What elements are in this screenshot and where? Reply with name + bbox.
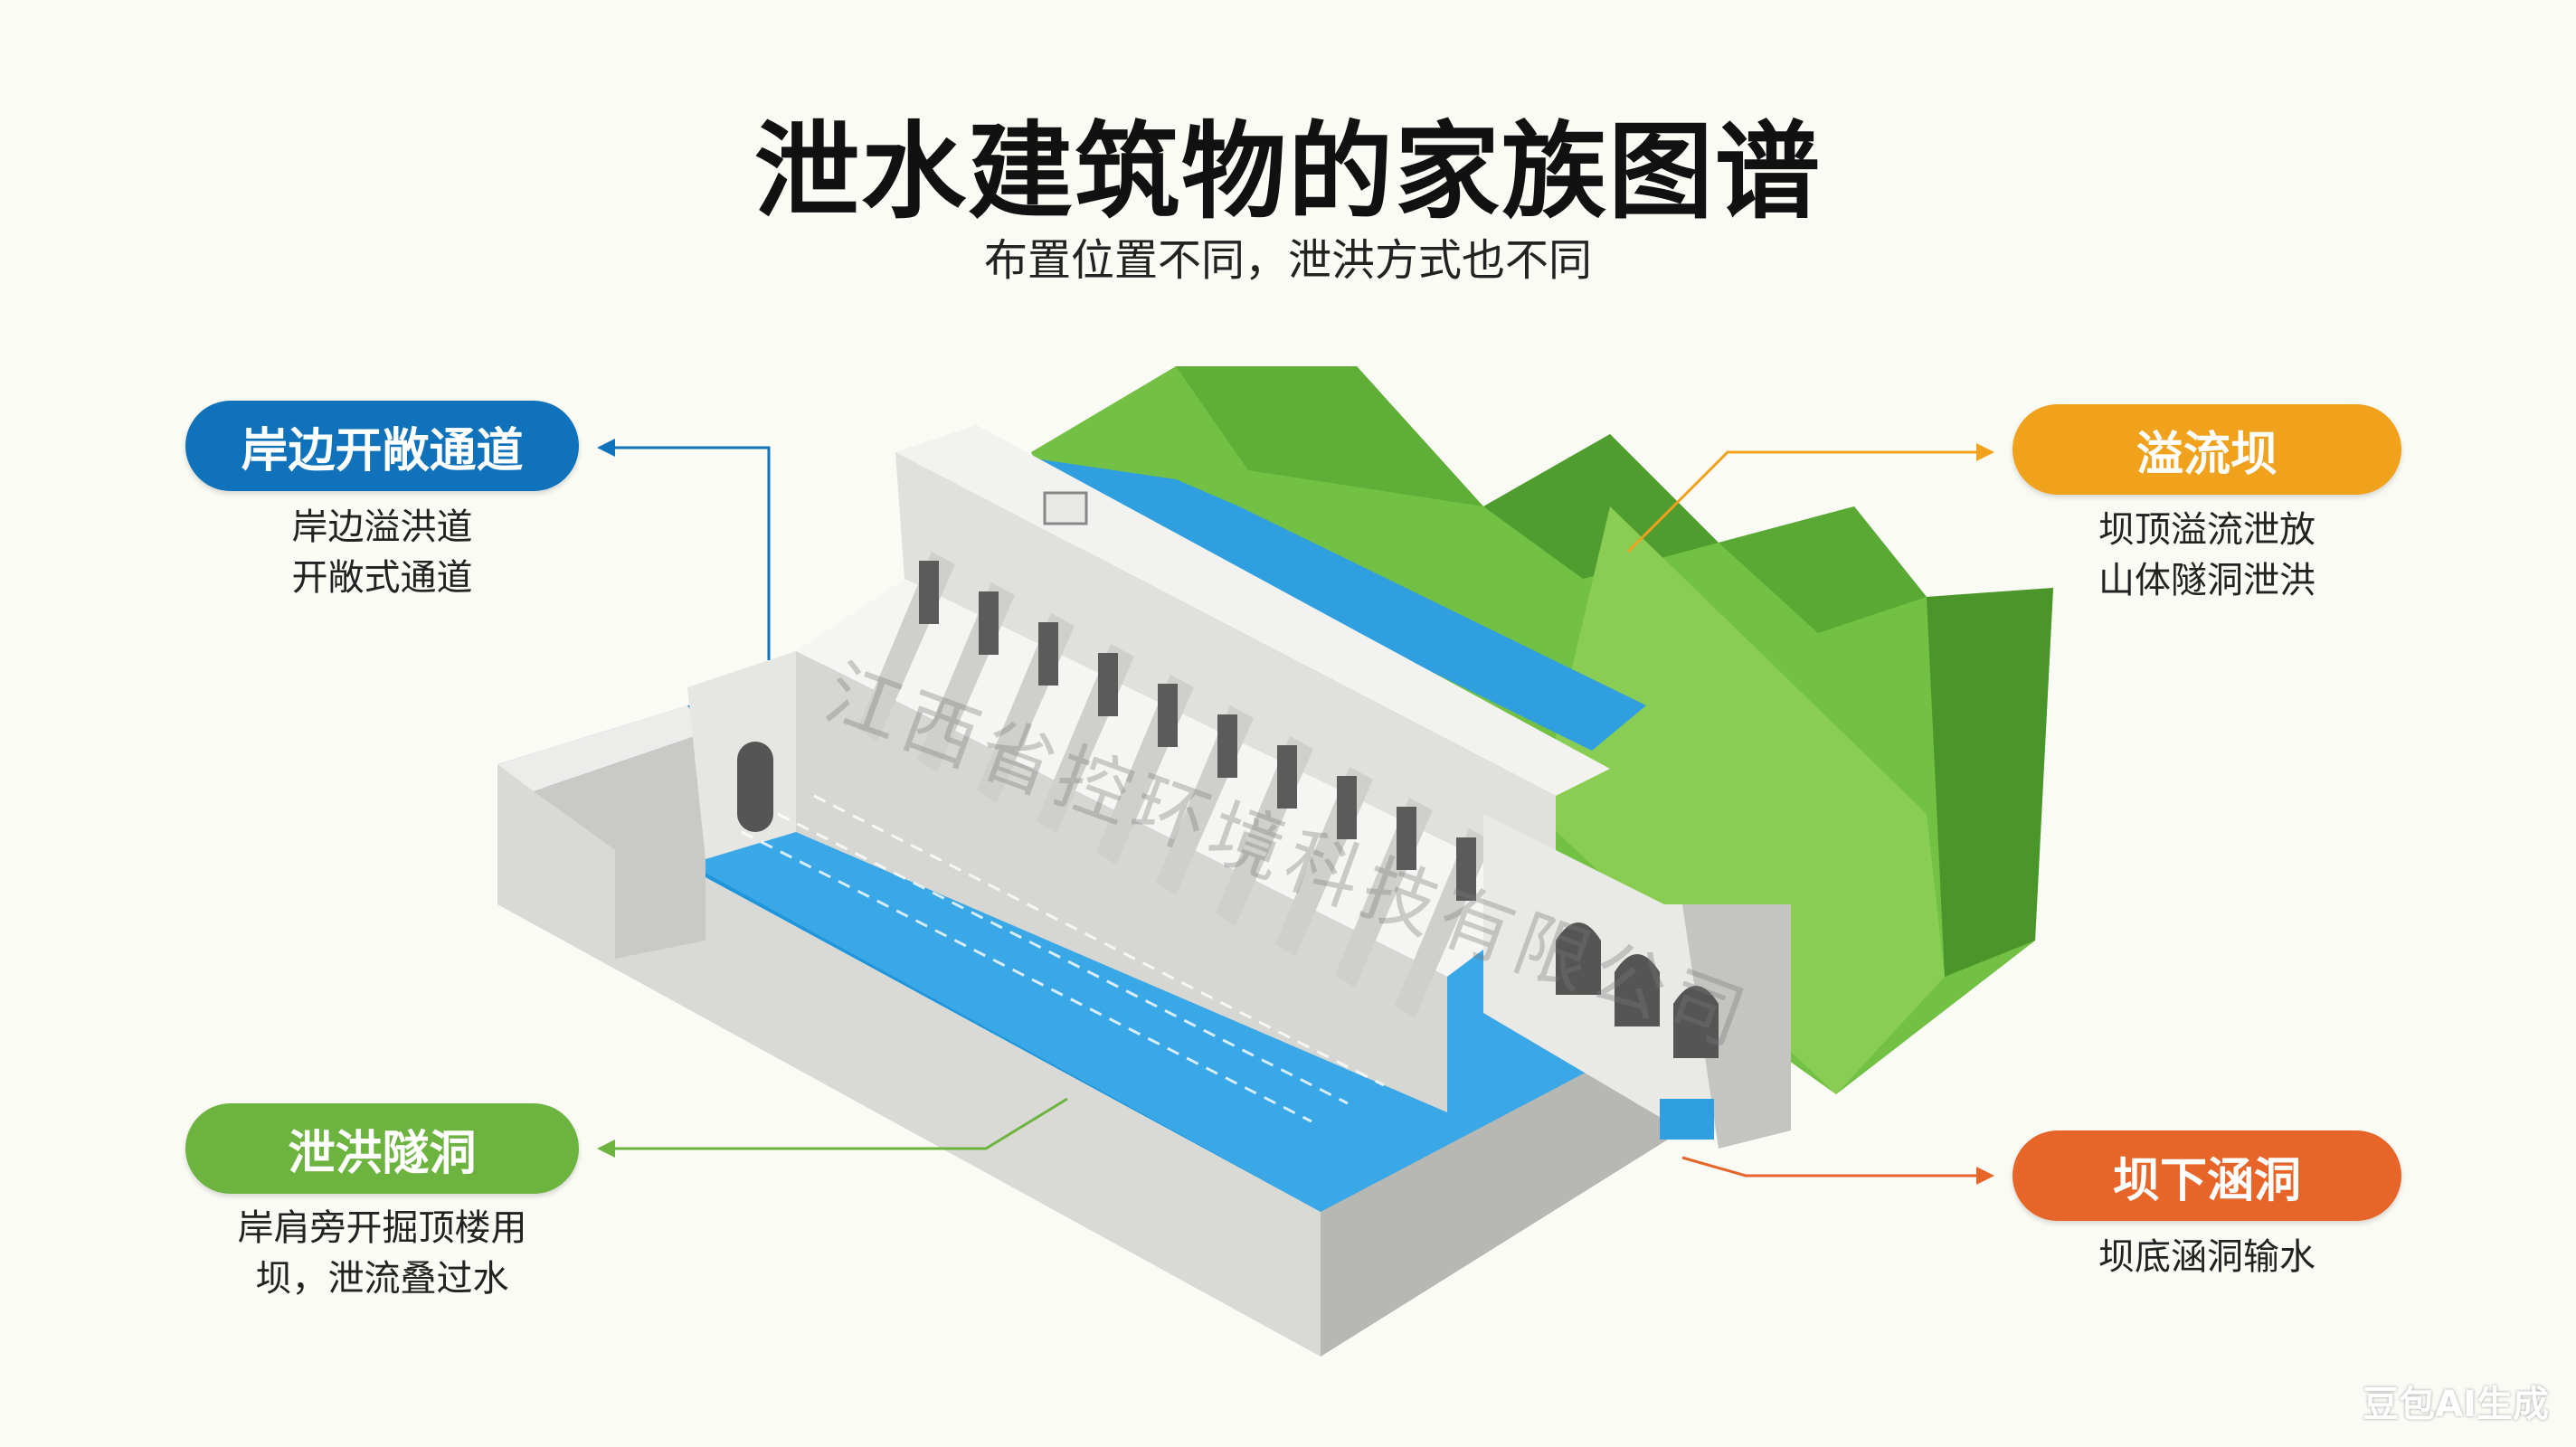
- spillway-dam: [796, 425, 1610, 1112]
- gatehouse: [1043, 491, 1088, 525]
- page-subtitle: 布置位置不同，泄洪方式也不同: [983, 235, 1592, 286]
- callout-overflow-dam-desc: 坝顶溢流泄放 山体隧洞泄洪: [2098, 509, 2316, 601]
- left-abutment: [497, 651, 796, 959]
- callout-overflow-dam-label: 溢流坝: [2012, 404, 2401, 495]
- spillway-gate-opening: [1397, 807, 1416, 870]
- spillway-piers: [857, 552, 1492, 1018]
- callout-bank-channel-label: 岸边开敞通道: [185, 401, 579, 491]
- page-title: 泄水建筑物的家族图谱: [754, 111, 1822, 233]
- callout-bank-channel-desc: 岸边溢洪道 开敞式通道: [291, 506, 473, 599]
- spillway-gate-opening: [1158, 684, 1178, 747]
- spillway-gate-opening: [1217, 714, 1237, 778]
- spillway-gate-opening: [1038, 622, 1058, 686]
- callout-spill-tunnel-desc: 岸肩旁开掘顶楼用 坝，泄流叠过水: [237, 1207, 527, 1300]
- reservoir: [1022, 457, 1646, 751]
- spillway-gate-opening: [979, 591, 999, 655]
- spillway-gate-opening: [919, 561, 939, 624]
- callout-culvert-label: 坝下涵洞: [2012, 1130, 2401, 1221]
- callout-culvert-desc: 坝底涵洞输水: [2098, 1236, 2316, 1278]
- leader-lines: [597, 439, 1994, 1185]
- ai-generated-mark: 豆包AI生成: [2363, 1384, 2549, 1425]
- flow-lines: [741, 794, 1385, 1123]
- spillway-gate-opening: [1456, 837, 1476, 901]
- spillway-gate-opening: [1277, 745, 1297, 809]
- right-abutment: [1483, 814, 1791, 1149]
- spillway-gate-opening: [1098, 653, 1118, 716]
- callout-spill-tunnel-label: 泄洪隧洞: [185, 1103, 579, 1194]
- spillway-gate-opening: [1337, 776, 1357, 839]
